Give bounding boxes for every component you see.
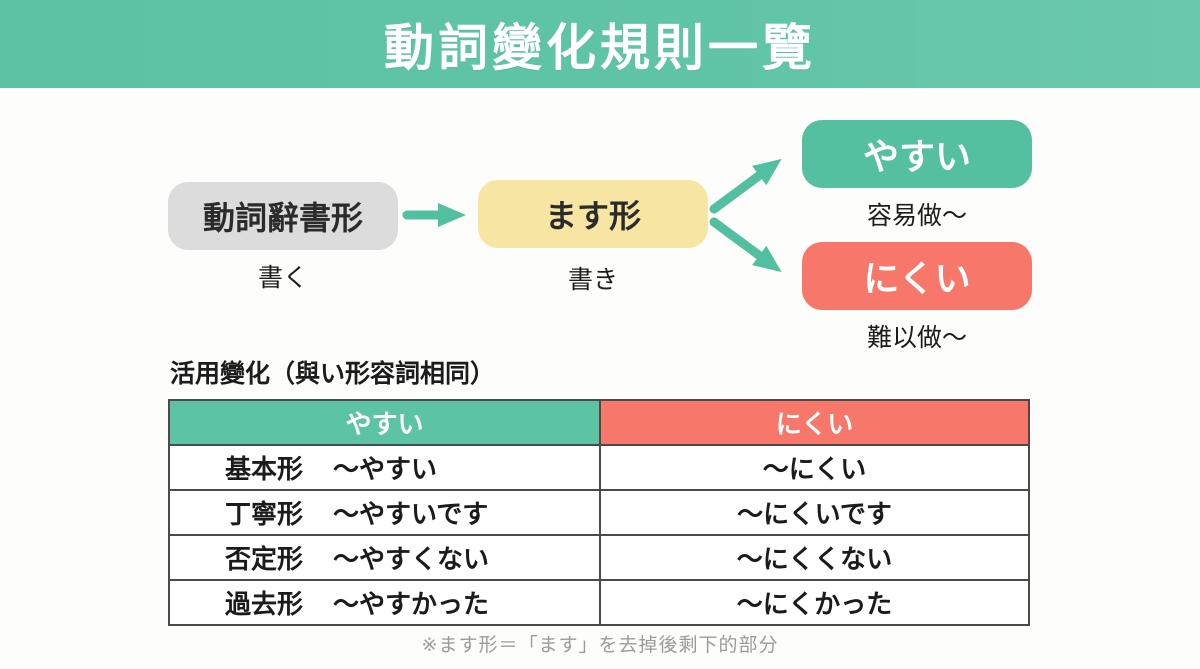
conjugation-table: やすい にくい 基本形 〜やすい 〜にくい 丁寧形 〜やすいです 〜にくいです … bbox=[168, 399, 1030, 626]
dictionary-form-label: 動詞辭書形 bbox=[202, 200, 363, 236]
table-row: 基本形 〜やすい 〜にくい bbox=[170, 444, 1028, 489]
header-cell-nikui: にくい bbox=[601, 401, 1028, 444]
masu-form-example: 書き bbox=[567, 266, 618, 294]
conjugation-section-title: 活用變化（與い形容詞相同） bbox=[170, 360, 496, 388]
nikui-value: 〜にくかった bbox=[736, 589, 893, 619]
nikui-branch-box: にくい bbox=[802, 242, 1032, 310]
nikui-value: 〜にくいです bbox=[737, 499, 892, 529]
table-row: 過去形 〜やすかった 〜にくかった bbox=[170, 579, 1028, 624]
header-banner: 動詞變化規則一覽 bbox=[0, 0, 1200, 88]
arrow-down-right-icon bbox=[709, 217, 782, 273]
masu-form-label: ます形 bbox=[544, 198, 641, 234]
nikui-branch-caption: 難以做〜 bbox=[866, 324, 967, 352]
dictionary-form-example: 書く bbox=[257, 264, 308, 292]
yasui-branch-caption: 容易做〜 bbox=[866, 202, 967, 230]
yasui-value: 〜やすい bbox=[333, 454, 438, 484]
table-row: 否定形 〜やすくない 〜にくくない bbox=[170, 534, 1028, 579]
footer-note: ※ます形＝「ます」を去掉後剩下的部分 bbox=[421, 635, 779, 656]
yasui-value: 〜やすかった bbox=[333, 589, 490, 619]
table-header-row: やすい にくい bbox=[170, 401, 1028, 444]
form-label: 丁寧形 bbox=[225, 499, 304, 529]
nikui-value: 〜にくくない bbox=[736, 544, 893, 574]
arrow-up-right-icon bbox=[709, 158, 782, 214]
yasui-branch-label: やすい bbox=[862, 136, 971, 177]
dictionary-form-box: 動詞辭書形 bbox=[168, 182, 398, 250]
masu-form-box: ます形 bbox=[478, 180, 708, 248]
page-title: 動詞變化規則一覽 bbox=[384, 20, 816, 76]
yasui-branch-box: やすい bbox=[802, 120, 1032, 188]
nikui-value: 〜にくい bbox=[762, 454, 867, 484]
form-label: 基本形 bbox=[225, 454, 304, 484]
form-label: 否定形 bbox=[225, 544, 304, 574]
yasui-value: 〜やすくない bbox=[333, 544, 490, 574]
form-label: 過去形 bbox=[225, 589, 304, 619]
yasui-value: 〜やすいです bbox=[333, 499, 489, 529]
header-cell-yasui: やすい bbox=[170, 401, 601, 444]
table-row: 丁寧形 〜やすいです 〜にくいです bbox=[170, 489, 1028, 534]
nikui-branch-label: にくい bbox=[863, 258, 971, 299]
